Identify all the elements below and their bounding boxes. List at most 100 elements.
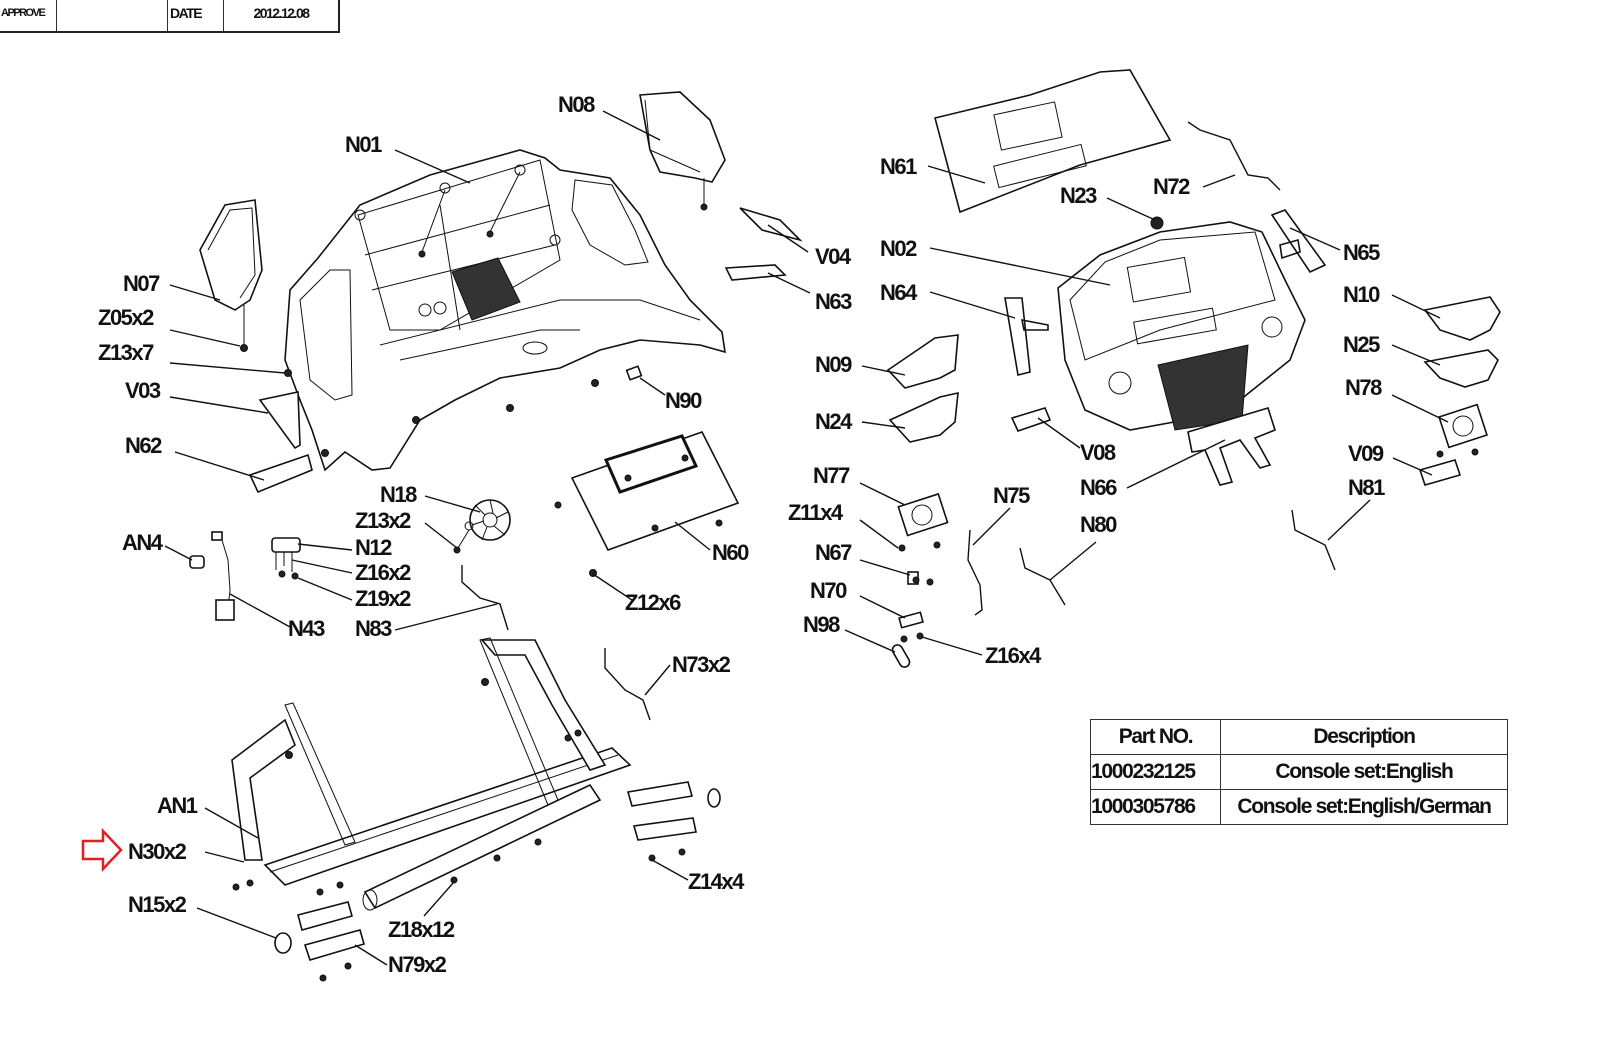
label-an1: AN1 (157, 793, 198, 818)
part-v04 (739, 207, 803, 242)
part-n67 (907, 571, 934, 586)
header-description: Description (1220, 719, 1508, 755)
part-n73-cable (604, 648, 651, 721)
part-n77-speaker (897, 492, 949, 552)
part-n08 (639, 91, 726, 211)
part-v09 (1418, 459, 1462, 486)
label-n43: N43 (288, 616, 325, 641)
label-z14x4: Z14x4 (688, 869, 745, 894)
label-v04: V04 (815, 244, 852, 269)
part-v08 (1010, 407, 1052, 432)
part-n07 (199, 199, 263, 352)
part-n02-console-front (1057, 221, 1306, 431)
label-n78: N78 (1345, 375, 1382, 400)
part-n90 (625, 365, 643, 381)
label-n63: N63 (815, 289, 852, 314)
part-an1-frame (231, 637, 632, 911)
label-z11x4: Z11x4 (788, 500, 844, 525)
part-an4-n43 (189, 531, 235, 621)
label-z13x7: Z13x7 (98, 340, 154, 365)
part-n62 (248, 453, 313, 494)
label-n01: N01 (345, 132, 382, 157)
label-n65: N65 (1343, 240, 1380, 265)
label-n83: N83 (355, 616, 392, 641)
label-v09: V09 (1348, 441, 1384, 466)
table-row: 1000232125 Console set:English (1090, 754, 1508, 790)
part-n75-cable (967, 529, 983, 616)
label-z18x12: Z18x12 (388, 917, 455, 942)
label-z13x2: Z13x2 (355, 508, 411, 533)
label-an4: AN4 (122, 530, 164, 555)
label-n02: N02 (880, 236, 917, 261)
part-n80-cable (1019, 547, 1066, 606)
label-n98: N98 (803, 612, 840, 637)
label-n60: N60 (712, 540, 749, 565)
label-n67: N67 (815, 540, 852, 565)
label-n66: N66 (1080, 475, 1117, 500)
label-v03: V03 (125, 378, 161, 403)
label-n80: N80 (1080, 512, 1117, 537)
label-n10: N10 (1343, 282, 1380, 307)
part-n15-cap-left (274, 932, 292, 954)
label-n24: N24 (815, 409, 853, 434)
part-n98 (891, 644, 911, 668)
label-n09: N09 (815, 352, 852, 377)
label-n64: N64 (880, 280, 918, 305)
leader-lines (164, 110, 1449, 966)
label-n79x2: N79x2 (388, 952, 447, 977)
label-n25: N25 (1343, 332, 1380, 357)
part-n79-bracket (303, 929, 365, 961)
part-n10 (1423, 296, 1501, 341)
part-n64 (1004, 297, 1049, 376)
part-bracket-right (632, 817, 697, 841)
label-n18: N18 (380, 482, 417, 507)
label-n23: N23 (1060, 183, 1097, 208)
part-n01-console-cover (284, 149, 726, 472)
part-n09 (886, 334, 959, 389)
cell-part-no: 1000232125 (1090, 754, 1221, 790)
label-z12x6: Z12x6 (625, 590, 681, 615)
highlight-arrow-icon (81, 827, 123, 873)
screw-z13 (284, 369, 292, 377)
cell-description: Console set:English/German (1220, 789, 1508, 825)
table-row: 1000305786 Console set:English/German (1090, 789, 1508, 825)
part-n70 (898, 611, 924, 643)
label-n73x2: N73x2 (672, 652, 731, 677)
part-n81-cable (1291, 509, 1336, 571)
part-n63 (724, 264, 787, 281)
parts-table-header: Part NO. Description (1090, 719, 1508, 755)
part-n78-speaker (1436, 403, 1488, 458)
label-n62: N62 (125, 433, 162, 458)
label-n61: N61 (880, 154, 917, 179)
part-end-cap-right (626, 781, 694, 807)
part-n65 (1270, 209, 1327, 274)
parts-table: Part NO. Description 1000232125 Console … (1090, 719, 1508, 825)
label-n15x2: N15x2 (128, 892, 187, 917)
label-z16x4: Z16x4 (985, 643, 1042, 668)
title-block: APPROVE DATE 2012.12.08 (0, 0, 340, 33)
label-n81: N81 (1348, 475, 1385, 500)
part-n72-cable (1187, 121, 1281, 191)
part-n61-overlay (934, 69, 1172, 214)
label-n90: N90 (665, 388, 702, 413)
label-n70: N70 (810, 578, 847, 603)
part-n18-fan (453, 499, 511, 554)
label-n75: N75 (993, 483, 1030, 508)
part-n60-board (554, 431, 740, 577)
part-n25 (1423, 349, 1499, 388)
part-n15-cap-right (707, 788, 721, 808)
part-n83-cable (461, 565, 509, 631)
label-n72: N72 (1153, 174, 1190, 199)
label-z19x2: Z19x2 (355, 586, 411, 611)
part-v03 (258, 391, 301, 450)
cell-description: Console set:English (1220, 754, 1508, 790)
callout-labels: N01 N08 N07 Z05x2 Z13x7 V03 N62 V04 N63 … (98, 92, 1387, 977)
label-n07: N07 (123, 271, 160, 296)
date-label: DATE (168, 0, 224, 31)
label-n30x2: N30x2 (128, 839, 187, 864)
label-n77: N77 (813, 463, 850, 488)
label-n12: N12 (355, 535, 392, 560)
part-end-cap-left (297, 901, 353, 931)
part-n12 (271, 537, 301, 580)
